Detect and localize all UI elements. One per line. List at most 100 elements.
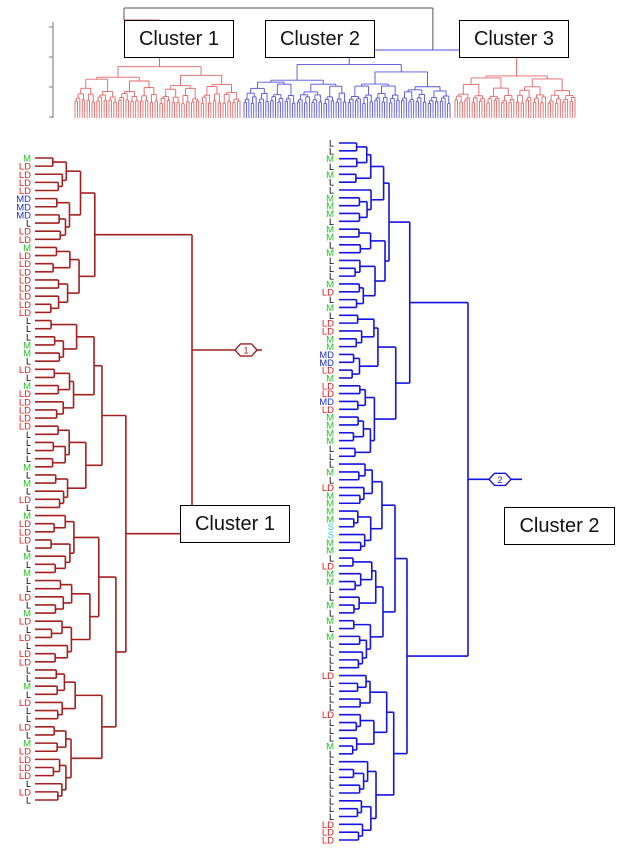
- cluster-1-leaf-label: M: [23, 552, 31, 563]
- cluster-2-leaf-label: L: [329, 593, 334, 603]
- cluster-1-leaf-label: M: [23, 340, 31, 351]
- cluster-1-leaf-label: L: [26, 674, 31, 684]
- cluster-1-leaf-label: L: [26, 706, 31, 716]
- cluster-1-leaf-label: L: [26, 316, 31, 326]
- node-2-marker: [488, 472, 512, 487]
- node-1-marker: [234, 343, 258, 357]
- cluster-2-leaf-label: M: [326, 601, 334, 612]
- cluster-2-leaf-label: M: [326, 225, 334, 236]
- cluster-1-leaf-label: M: [23, 739, 31, 750]
- cluster-2-leaf-label: L: [329, 264, 334, 274]
- cluster-1-leaf-label: LD: [19, 495, 31, 506]
- cluster-2-leaf-label: L: [329, 475, 334, 485]
- cluster-2-leaf-label: M: [326, 334, 334, 345]
- cluster-1-leaf-label: M: [23, 462, 31, 473]
- cluster-2-leaf-label: M: [326, 742, 334, 753]
- cluster-2-leaf-label: M: [326, 577, 334, 588]
- cluster-2-leaf-label: L: [329, 726, 334, 736]
- cluster-1-leaf-label: M: [23, 682, 31, 693]
- cluster-1-leaf-label: LD: [19, 186, 31, 197]
- cluster-2-leaf-label: L: [329, 162, 334, 172]
- cluster-1-leaf-label: LD: [19, 414, 31, 425]
- cluster-2-leaf-label: LD: [322, 836, 334, 847]
- cluster-2-leaf-label: L: [329, 789, 334, 799]
- cluster-1-leaf-label: L: [26, 544, 31, 554]
- cluster-1-leaf-label: L: [26, 641, 31, 651]
- cluster-1-leaf-label: L: [26, 600, 31, 610]
- cluster-1-leaf-label: L: [26, 730, 31, 740]
- cluster-2-leaf-label: L: [329, 655, 334, 665]
- cluster-1-leaf-label: LD: [19, 259, 31, 270]
- cluster-2-leaf-label: L: [329, 734, 334, 744]
- cluster-2-leaf-label: M: [326, 232, 334, 243]
- cluster-1-leaf-label: LD: [19, 519, 31, 530]
- cluster-2-leaf-label: MD: [319, 397, 334, 408]
- cluster-1-leaf-label: MD: [16, 194, 31, 205]
- cluster-1-leaf-label: L: [26, 503, 31, 513]
- cluster-2-leaf-label: L: [329, 554, 334, 564]
- cluster-1-leaf-label: L: [26, 665, 31, 675]
- cluster-1-leaf-label: M: [23, 349, 31, 360]
- cluster-2-leaf-label: L: [329, 679, 334, 689]
- cluster-1-leaf-label: MD: [16, 202, 31, 213]
- cluster-2-leaf-label: L: [329, 663, 334, 673]
- cluster-1-label: Cluster 1: [180, 505, 290, 543]
- cluster-1-leaf-label: LD: [19, 284, 31, 295]
- cluster-2-leaf-label: M: [326, 546, 334, 557]
- cluster-1-leaf-label: L: [26, 373, 31, 383]
- cluster-2-leaf-label: M: [326, 436, 334, 447]
- cluster-2-leaf-label: M: [326, 538, 334, 549]
- cluster-1-leaf-label: L: [26, 576, 31, 586]
- cluster-1-leaf-label: LD: [19, 227, 31, 238]
- cluster-1-leaf-label: LD: [19, 763, 31, 774]
- cluster-1-leaf-label: L: [26, 454, 31, 464]
- cluster-1-leaf-label: LD: [19, 747, 31, 758]
- cluster-2-leaf-label: L: [329, 295, 334, 305]
- overview-cluster-2-label: Cluster 2: [265, 20, 375, 58]
- cluster-2-leaf-label: L: [329, 139, 334, 149]
- cluster-2-leaf-label: L: [329, 757, 334, 767]
- cluster-2-leaf-label: L: [329, 240, 334, 250]
- cluster-1-leaf-label: L: [26, 332, 31, 342]
- cluster-2-leaf-label: L: [329, 765, 334, 775]
- cluster-1-leaf-label: LD: [19, 657, 31, 668]
- cluster-1-leaf-label: M: [23, 511, 31, 522]
- cluster-1-leaf-label: LD: [19, 755, 31, 766]
- cluster-2-leaf-label: L: [329, 804, 334, 814]
- cluster-2-leaf-label: LD: [322, 405, 334, 416]
- cluster-1-leaf-label: L: [26, 796, 31, 806]
- cluster-1-leaf-label: LD: [19, 178, 31, 189]
- cluster-1-leaf-label: L: [26, 438, 31, 448]
- cluster-1-leaf-label: M: [23, 243, 31, 254]
- cluster-1-leaf-label: LD: [19, 722, 31, 733]
- cluster-1-leaf-label: M: [23, 609, 31, 620]
- cluster-2-leaf-label: M: [326, 499, 334, 510]
- cluster-1-leaf-label: LD: [19, 267, 31, 278]
- cluster-2-leaf-label: LD: [322, 326, 334, 337]
- cluster-2-leaf-label: M: [326, 373, 334, 384]
- cluster-2-leaf-label: M: [326, 170, 334, 181]
- cluster-2-leaf-label: M: [326, 248, 334, 259]
- cluster-2-leaf-label: L: [329, 796, 334, 806]
- cluster-1-leaf-label: L: [26, 324, 31, 334]
- cluster-1-dendrogram: [35, 157, 262, 801]
- cluster-2-leaf-label: M: [326, 303, 334, 314]
- cluster-2-leaf-label: L: [329, 773, 334, 783]
- cluster-1-leaf-label: LD: [19, 698, 31, 709]
- cluster-2-leaf-label: LD: [322, 561, 334, 572]
- cluster-1-leaf-label: LD: [19, 405, 31, 416]
- cluster-2-leaf-label: LD: [322, 366, 334, 377]
- cluster-2-leaf-label: L: [329, 311, 334, 321]
- cluster-2-leaf-label: M: [326, 491, 334, 502]
- cluster-1-leaf-label: LD: [19, 292, 31, 303]
- cluster-1-leaf-label: L: [26, 625, 31, 635]
- cluster-2-leaf-label: M: [326, 342, 334, 353]
- cluster-2-leaf-label: L: [329, 185, 334, 195]
- cluster-2-leaf-label: LD: [322, 483, 334, 494]
- cluster-2-leaf-label: L: [329, 460, 334, 470]
- cluster-2-leaf-label: M: [326, 569, 334, 580]
- cluster-2-leaf-label: L: [329, 648, 334, 658]
- overview-dendrogram: [49, 7, 576, 118]
- cluster-2-leaf-label: M: [326, 428, 334, 439]
